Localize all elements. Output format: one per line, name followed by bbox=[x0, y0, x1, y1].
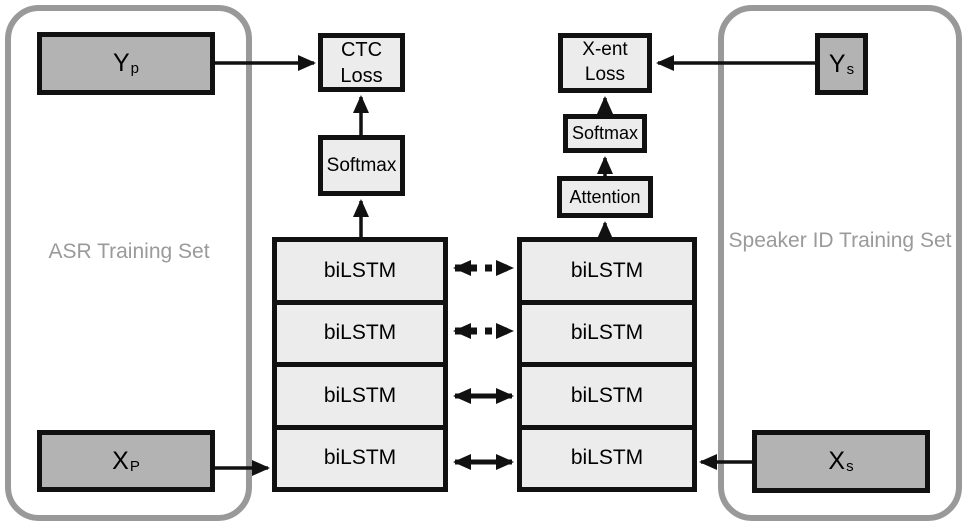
xent-loss-box: X-ent Loss bbox=[558, 33, 652, 93]
asr-training-set-container bbox=[5, 5, 252, 521]
bilstm-row: biLSTM bbox=[522, 429, 692, 487]
speaker-bilstm-stack: biLSTM biLSTM biLSTM biLSTM bbox=[517, 237, 697, 492]
asr-training-set-label: ASR Training Set bbox=[48, 240, 210, 263]
yp-subscript: p bbox=[130, 60, 140, 78]
bilstm-row: biLSTM bbox=[522, 242, 692, 300]
ys-subscript: s bbox=[846, 60, 855, 78]
xp-label: X bbox=[112, 446, 129, 475]
spk-softmax-box: Softmax bbox=[563, 114, 647, 153]
bilstm-row: biLSTM bbox=[277, 429, 443, 487]
bilstm-row: biLSTM bbox=[277, 242, 443, 300]
xs-subscript: s bbox=[846, 458, 854, 476]
xs-label: X bbox=[828, 447, 846, 475]
attention-box: Attention bbox=[557, 176, 653, 218]
xs-box: Xs bbox=[752, 430, 930, 493]
xp-subscript: P bbox=[129, 457, 140, 475]
yp-box: Yp bbox=[37, 32, 215, 95]
ys-label: Y bbox=[828, 49, 846, 78]
xp-box: XP bbox=[37, 430, 215, 492]
bilstm-row: biLSTM bbox=[277, 304, 443, 362]
speaker-id-training-set-label: Speaker ID Training Set bbox=[728, 229, 952, 252]
asr-softmax-box: Softmax bbox=[318, 135, 405, 196]
ys-box: Ys bbox=[815, 33, 868, 95]
bilstm-row: biLSTM bbox=[277, 367, 443, 425]
asr-bilstm-stack: biLSTM biLSTM biLSTM biLSTM bbox=[272, 237, 448, 492]
bilstm-row: biLSTM bbox=[522, 304, 692, 362]
speaker-id-training-set-container bbox=[718, 5, 962, 521]
bilstm-row: biLSTM bbox=[522, 367, 692, 425]
yp-label: Y bbox=[112, 49, 130, 77]
ctc-loss-box: CTC Loss bbox=[318, 33, 405, 92]
